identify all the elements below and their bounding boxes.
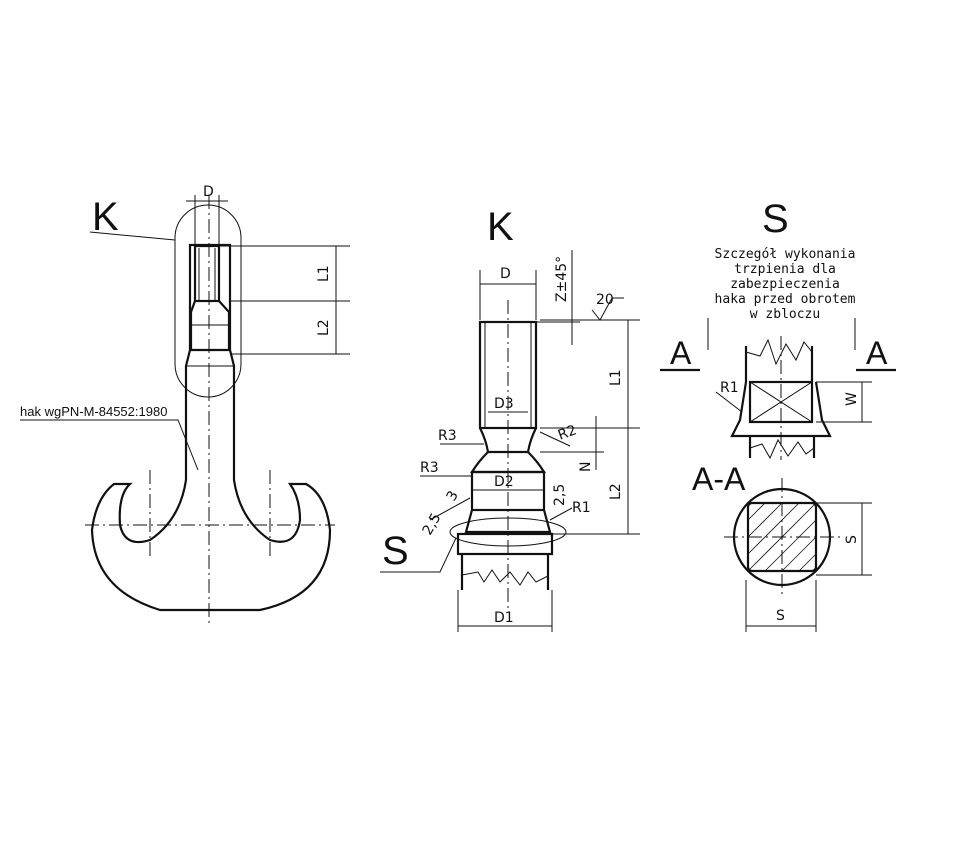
pin-detail-view xyxy=(380,250,640,632)
dim-Z45: Z±45° xyxy=(554,256,570,302)
note-line-5: w zbloczu xyxy=(750,307,820,322)
label-A-right: A xyxy=(866,335,888,371)
dim-S-vertical: S xyxy=(844,535,860,544)
dim-2-5-right: 2,5 xyxy=(552,484,568,506)
dim-R2: R2 xyxy=(556,422,579,443)
dim-W: W xyxy=(844,392,860,406)
dim-S-horizontal: S xyxy=(776,608,785,624)
label-S-top: S xyxy=(762,197,789,241)
dim-D-left: D xyxy=(203,184,214,200)
note-line-3: zabezpieczenia xyxy=(730,277,840,292)
label-section-A-A: A-A xyxy=(692,461,746,497)
dim-D1: D1 xyxy=(494,610,514,626)
label-S-left: S xyxy=(382,529,409,573)
detail-note: Szczegół wykonania trzpienia dla zabezpi… xyxy=(715,247,856,322)
dim-3: 3 xyxy=(444,488,462,504)
dim-L1-left: L1 xyxy=(316,265,332,282)
dim-D-mid: D xyxy=(500,266,511,282)
label-K-mid: K xyxy=(487,205,514,249)
dim-D2: D2 xyxy=(494,474,514,490)
note-line-4: haka przed obrotem xyxy=(715,292,856,307)
standard-label: hak wgPN-M-84552:1980 xyxy=(20,404,167,419)
dim-R3-lower: R3 xyxy=(420,460,439,476)
hook-view xyxy=(20,195,350,625)
dim-L2-left: L2 xyxy=(316,319,332,336)
note-line-1: Szczegół wykonania xyxy=(715,247,856,262)
dim-R1-detail: R1 xyxy=(720,380,739,396)
dim-R1-mid: R1 xyxy=(572,500,591,516)
label-K-left: K xyxy=(92,195,119,239)
dim-L2-mid: L2 xyxy=(608,483,624,500)
dim-R3-upper: R3 xyxy=(438,428,457,444)
hook-outline xyxy=(90,243,332,612)
dim-N: N xyxy=(578,462,594,472)
dim-D3: D3 xyxy=(494,396,514,412)
dim-roughness: 20 xyxy=(596,292,614,308)
dim-2-5-left: 2,5 xyxy=(420,511,445,538)
label-A-left: A xyxy=(670,335,692,371)
dim-L1-mid: L1 xyxy=(608,369,624,386)
detail-S-view xyxy=(660,318,896,460)
section-A-A-view xyxy=(724,478,872,632)
note-line-2: trzpienia dla xyxy=(734,262,836,277)
hook-pin-thread xyxy=(193,244,221,303)
